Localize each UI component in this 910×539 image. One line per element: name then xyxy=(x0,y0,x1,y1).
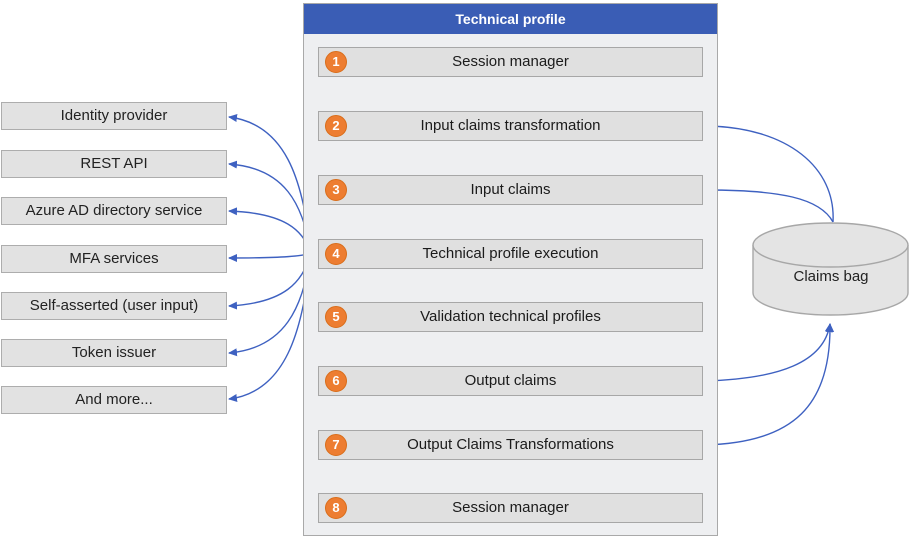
step-number-badge: 2 xyxy=(325,115,347,137)
claims-read-arrows xyxy=(705,122,834,223)
step-number-badge: 8 xyxy=(325,497,347,519)
step-session-manager-start: Session manager 1 xyxy=(318,47,703,77)
provider-and-more: And more... xyxy=(1,386,227,414)
provider-mfa-services: MFA services xyxy=(1,245,227,273)
step-number-badge: 1 xyxy=(325,51,347,73)
claims-bag-label: Claims bag xyxy=(793,268,869,285)
provider-azure-ad-directory-service: Azure AD directory service xyxy=(1,197,227,225)
provider-self-asserted: Self-asserted (user input) xyxy=(1,292,227,320)
step-label: Input claims xyxy=(470,181,551,198)
panel-title: Technical profile xyxy=(304,4,717,34)
step-session-manager-end: Session manager 8 xyxy=(318,493,703,523)
provider-rest-api: REST API xyxy=(1,150,227,178)
step-input-claims: Input claims 3 xyxy=(318,175,703,205)
step-number-badge: 5 xyxy=(325,306,347,328)
step-label: Output claims xyxy=(464,372,557,389)
step-label: Technical profile execution xyxy=(422,245,599,262)
provider-fan-arrows xyxy=(228,114,312,402)
step-input-claims-transformation: Input claims transformation 2 xyxy=(318,111,703,141)
step-output-claims-transformations: Output Claims Transformations 7 xyxy=(318,430,703,460)
step-label: Input claims transformation xyxy=(420,117,601,134)
step-output-claims: Output claims 6 xyxy=(318,366,703,396)
step-label: Validation technical profiles xyxy=(420,308,601,325)
step-number-badge: 6 xyxy=(325,370,347,392)
step-validation-technical-profiles: Validation technical profiles 5 xyxy=(318,302,703,332)
step-number-badge: 7 xyxy=(325,434,347,456)
step-label: Session manager xyxy=(452,499,569,516)
step-number-badge: 3 xyxy=(325,179,347,201)
provider-identity-provider: Identity provider xyxy=(1,102,227,130)
step-technical-profile-execution: Technical profile execution 4 xyxy=(318,239,703,269)
panel-title-text: Technical profile xyxy=(455,11,566,27)
step-label: Output Claims Transformations xyxy=(407,436,614,453)
claims-write-arrows xyxy=(703,323,835,446)
step-number-badge: 4 xyxy=(325,243,347,265)
provider-token-issuer: Token issuer xyxy=(1,339,227,367)
step-label: Session manager xyxy=(452,53,569,70)
